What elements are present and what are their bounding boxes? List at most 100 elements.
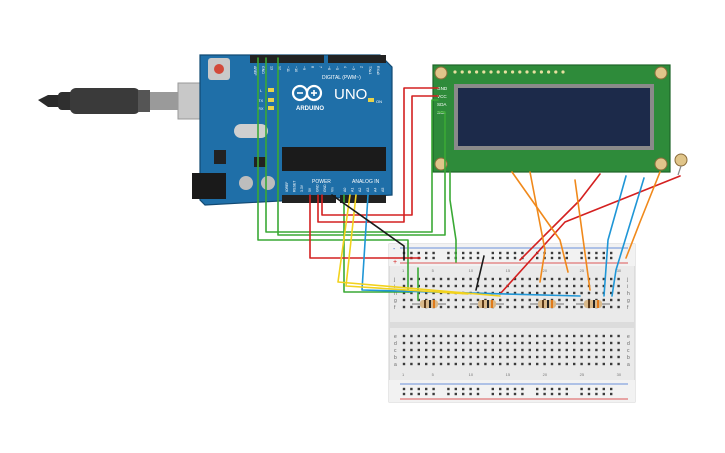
breadboard-hole xyxy=(602,341,605,345)
wire-green[interactable] xyxy=(257,57,409,293)
breadboard-hole xyxy=(447,298,450,302)
wire-yellow[interactable] xyxy=(345,194,469,295)
breadboard-hole xyxy=(402,348,406,352)
breadboard-hole xyxy=(476,305,480,309)
breadboard-hole xyxy=(462,256,465,260)
wire-green[interactable] xyxy=(277,57,446,236)
breadboard-column-label: 15 xyxy=(506,372,511,377)
lcd-pad xyxy=(554,70,558,74)
breadboard-hole xyxy=(462,277,465,281)
breadboard-hole xyxy=(476,284,480,288)
breadboard-column-label: 25 xyxy=(580,372,585,377)
breadboard-hole xyxy=(610,256,613,260)
wire-green[interactable] xyxy=(343,194,413,293)
breadboard-hole xyxy=(536,256,539,260)
wire-blue[interactable] xyxy=(611,177,645,297)
breadboard-hole xyxy=(587,291,591,295)
breadboard-hole xyxy=(425,355,428,359)
breadboard-hole xyxy=(610,298,613,302)
breadboard-hole xyxy=(484,348,487,352)
breadboard-hole xyxy=(454,362,457,366)
breadboard-hole xyxy=(402,334,406,338)
breadboard-hole xyxy=(528,298,531,302)
breadboard-row-label: d xyxy=(394,341,397,347)
wire-blue[interactable] xyxy=(603,175,627,297)
breadboard-hole xyxy=(610,348,613,352)
breadboard-hole xyxy=(543,355,546,359)
breadboard-row-label: b xyxy=(627,355,630,361)
wire-orange[interactable] xyxy=(511,171,569,273)
breadboard-hole xyxy=(528,291,531,295)
breadboard-row-label: f xyxy=(394,305,396,311)
wires xyxy=(257,57,681,301)
breadboard-hole xyxy=(565,251,568,255)
breadboard-hole xyxy=(499,387,502,391)
wire-black[interactable] xyxy=(331,194,405,261)
digital-pin-label: ~3 xyxy=(351,66,355,70)
power-header xyxy=(282,195,336,203)
lcd-pad xyxy=(496,70,500,74)
lcd-pad xyxy=(532,70,536,74)
breadboard-hole xyxy=(536,392,539,396)
wire-orange[interactable] xyxy=(625,171,661,259)
breadboard-hole xyxy=(580,256,583,260)
breadboard-hole xyxy=(417,251,420,255)
wire-orange[interactable] xyxy=(574,179,591,291)
breadboard-hole xyxy=(476,298,480,302)
breadboard-hole xyxy=(550,362,554,366)
breadboard-hole xyxy=(462,251,465,255)
breadboard-hole xyxy=(402,305,406,309)
breadboard-hole xyxy=(432,284,435,288)
wire-green[interactable] xyxy=(265,57,439,233)
breadboard-hole xyxy=(528,341,531,345)
lcd-pad xyxy=(525,70,529,74)
breadboard-hole xyxy=(580,334,583,338)
breadboard-hole xyxy=(469,256,472,260)
breadboard-hole xyxy=(550,291,554,295)
digital-pin-label: 8 xyxy=(310,66,314,68)
breadboard-hole xyxy=(513,362,517,366)
breadboard-hole xyxy=(432,256,435,260)
wire-green[interactable] xyxy=(449,171,457,263)
wire-red[interactable] xyxy=(499,175,681,295)
breadboard-hole xyxy=(447,341,450,345)
breadboard-hole xyxy=(558,291,561,295)
breadboard-hole xyxy=(402,362,406,366)
breadboard-hole xyxy=(476,334,480,338)
breadboard-hole xyxy=(410,355,413,359)
analog-pin-label: A0 xyxy=(343,188,347,192)
lcd-pad xyxy=(503,70,507,74)
wire-red[interactable] xyxy=(519,173,601,261)
breadboard-hole xyxy=(439,355,443,359)
breadboard-hole xyxy=(543,284,546,288)
analog-header xyxy=(340,195,386,203)
breadboard-hole xyxy=(506,362,509,366)
breadboard-hole xyxy=(595,348,598,352)
breadboard-hole xyxy=(610,284,613,288)
wire-blue[interactable] xyxy=(361,194,581,297)
wire-yellow[interactable] xyxy=(337,194,501,297)
wire-black[interactable] xyxy=(475,255,485,291)
breadboard-hole xyxy=(506,341,509,345)
resistor[interactable] xyxy=(412,300,446,308)
power-jack xyxy=(192,173,226,199)
photoresistor[interactable] xyxy=(674,153,688,176)
arduino-model-label: UNO xyxy=(334,86,367,103)
breadboard-hole xyxy=(454,355,457,359)
arduino-uno-board[interactable]: UNO ARDUINO DIGITAL (PWM~) POWER ANALOG … xyxy=(192,54,393,206)
resistor[interactable] xyxy=(470,300,504,308)
resistor[interactable] xyxy=(530,300,564,308)
wire-red[interactable] xyxy=(309,194,421,259)
resistor[interactable] xyxy=(576,300,610,308)
wire-red[interactable] xyxy=(321,95,439,216)
breadboard-hole xyxy=(536,334,539,338)
analog-pin-label: A1 xyxy=(351,188,355,192)
breadboard-hole xyxy=(410,277,413,281)
wire-red[interactable] xyxy=(317,87,439,223)
breadboard-hole xyxy=(617,298,620,302)
wire-orange[interactable] xyxy=(529,171,546,283)
